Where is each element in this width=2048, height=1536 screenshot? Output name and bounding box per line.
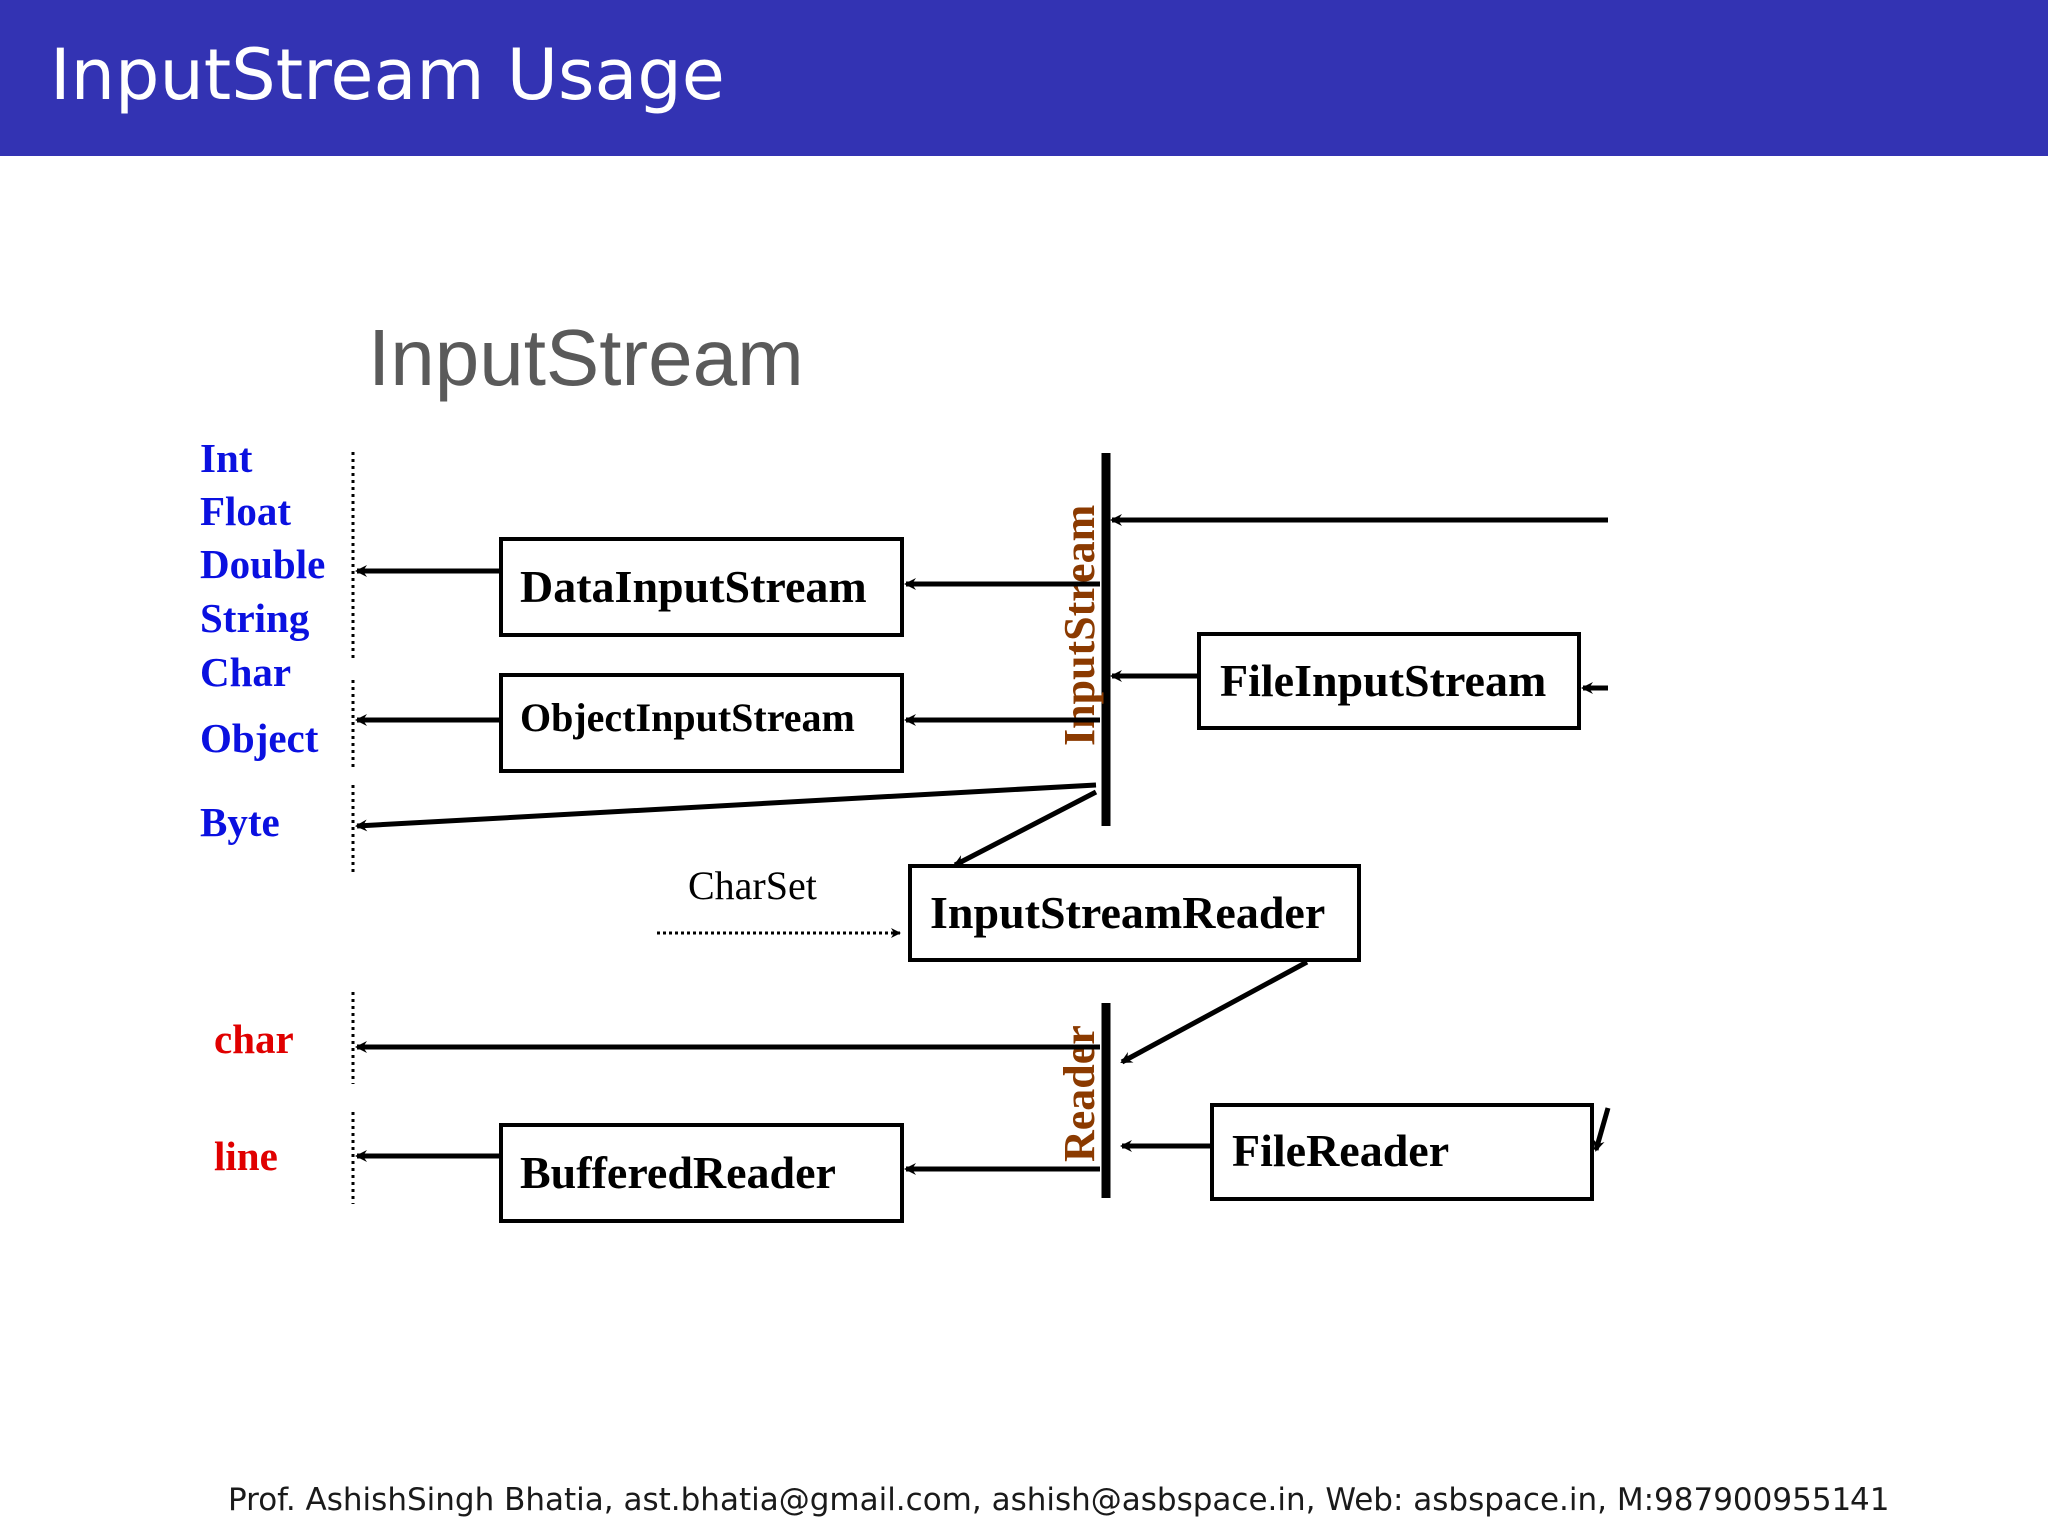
file-reader-box <box>1210 1103 1594 1201</box>
type-label-float: Float <box>200 488 291 534</box>
input-stream-reader-box <box>908 864 1361 962</box>
buffered-reader-box <box>499 1123 904 1223</box>
type-label-char: Char <box>200 649 291 695</box>
arrow-inputstream-to-reader <box>953 789 1098 868</box>
file-input-stream-label: FileInputStream <box>1220 655 1546 706</box>
footer-text: Prof. AshishSingh Bhatia, ast.bhatia@gma… <box>228 1482 1852 1518</box>
arrow-source-to-file-reader <box>1592 1107 1611 1152</box>
object-input-stream-label: ObjectInputStream <box>520 695 855 740</box>
diagram-heading: InputStream <box>368 313 804 402</box>
page-number: 41 <box>1850 1482 1890 1518</box>
type-label-line: line <box>214 1133 278 1179</box>
type-label-int: Int <box>200 435 253 481</box>
data-input-stream-label: DataInputStream <box>520 561 867 612</box>
arrow-inputstream-to-byte <box>355 782 1097 832</box>
slide-title: InputStream Usage <box>50 34 725 116</box>
data-input-stream-box <box>499 537 904 637</box>
inputstream-bar-label: InputStream <box>1055 505 1104 746</box>
charset-label: CharSet <box>688 863 817 908</box>
object-input-stream-box <box>499 673 904 773</box>
type-label-object: Object <box>200 715 319 761</box>
file-reader-label: FileReader <box>1232 1125 1449 1176</box>
title-bar: InputStream Usage <box>0 0 2048 156</box>
type-label-char-lower: char <box>214 1016 294 1062</box>
type-label-string: String <box>200 595 310 641</box>
input-stream-reader-label: InputStreamReader <box>930 887 1325 938</box>
arrow-reader-to-reader-bar <box>1120 959 1309 1065</box>
file-input-stream-box <box>1197 632 1581 730</box>
buffered-reader-label: BufferedReader <box>520 1147 836 1198</box>
type-label-byte: Byte <box>200 799 280 845</box>
type-label-double: Double <box>200 541 325 587</box>
